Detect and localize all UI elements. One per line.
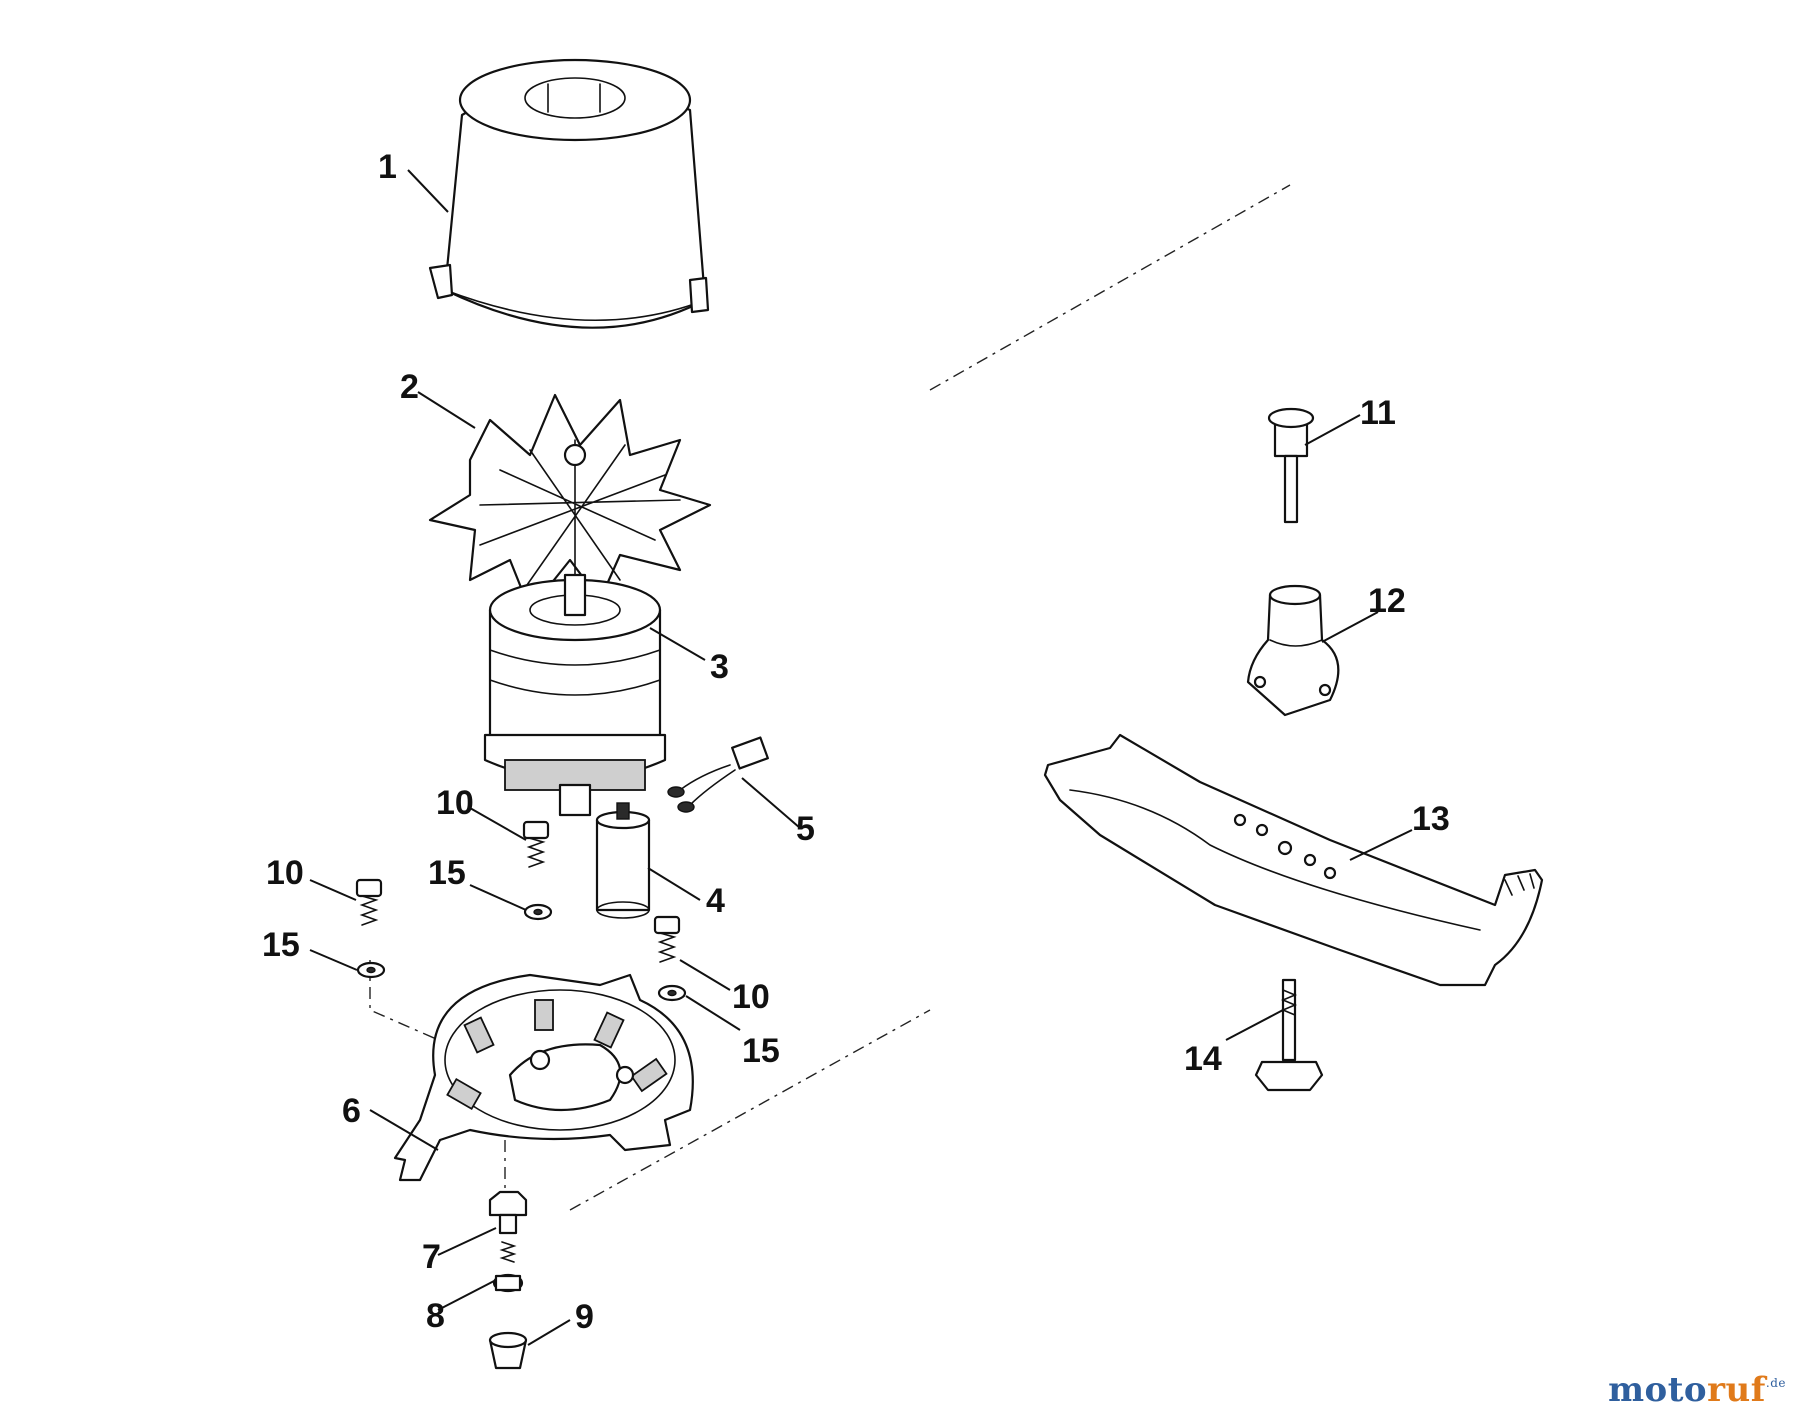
callout-leader-lines <box>309 169 1413 1346</box>
callout-13: 13 <box>1412 800 1450 838</box>
callout-15-left: 15 <box>262 926 300 964</box>
washer-15-middle <box>523 903 553 921</box>
blade-adapter-part <box>1246 584 1340 717</box>
callout-7: 7 <box>422 1238 441 1276</box>
assembly-guide-lines <box>369 184 1291 1211</box>
callout-10-middle: 10 <box>436 784 474 822</box>
callout-10-right: 10 <box>732 978 770 1016</box>
logo-text-part3: .de <box>1765 1376 1786 1390</box>
washer-15-right <box>657 984 687 1002</box>
callout-5: 5 <box>796 810 815 848</box>
motoruf-logo: motoruf.de <box>1608 1370 1786 1410</box>
shaft-pin-part <box>1267 407 1315 524</box>
electric-motor-part <box>483 573 667 817</box>
callout-14: 14 <box>1184 1040 1222 1078</box>
blade-bolt-part <box>1254 978 1324 1092</box>
screw-10-right <box>653 915 681 963</box>
callout-8: 8 <box>426 1297 445 1335</box>
logo-text-part2: ruf <box>1707 1370 1766 1410</box>
cooling-fan-part <box>428 393 712 612</box>
callout-3: 3 <box>710 648 729 686</box>
cable-connector-part <box>667 736 769 813</box>
hex-bolt-7-part <box>488 1190 528 1235</box>
motor-cover-part <box>428 58 710 329</box>
cap-nut-9-part <box>488 1331 528 1370</box>
callout-4: 4 <box>706 882 725 920</box>
callout-15-right: 15 <box>742 1032 780 1070</box>
screw-10-left <box>355 878 383 926</box>
callout-1: 1 <box>378 148 397 186</box>
callout-numbers: 1 2 3 4 5 6 7 8 9 10 10 10 15 15 15 11 1… <box>262 148 1450 1336</box>
callout-6: 6 <box>342 1092 361 1130</box>
callout-12: 12 <box>1368 582 1406 620</box>
callout-15-middle: 15 <box>428 854 466 892</box>
callout-10-left: 10 <box>266 854 304 892</box>
washer-15-left <box>356 961 386 979</box>
capacitor-part <box>595 802 651 919</box>
logo-text-part1: moto <box>1608 1370 1708 1410</box>
callout-9: 9 <box>575 1298 594 1336</box>
screw-10-middle <box>522 820 550 868</box>
callout-11: 11 <box>1360 394 1396 432</box>
mower-blade-part <box>1043 733 1544 987</box>
motor-mounting-plate-part <box>393 973 694 1182</box>
spring-washer-8-part <box>492 1241 524 1293</box>
callout-2: 2 <box>400 368 419 406</box>
